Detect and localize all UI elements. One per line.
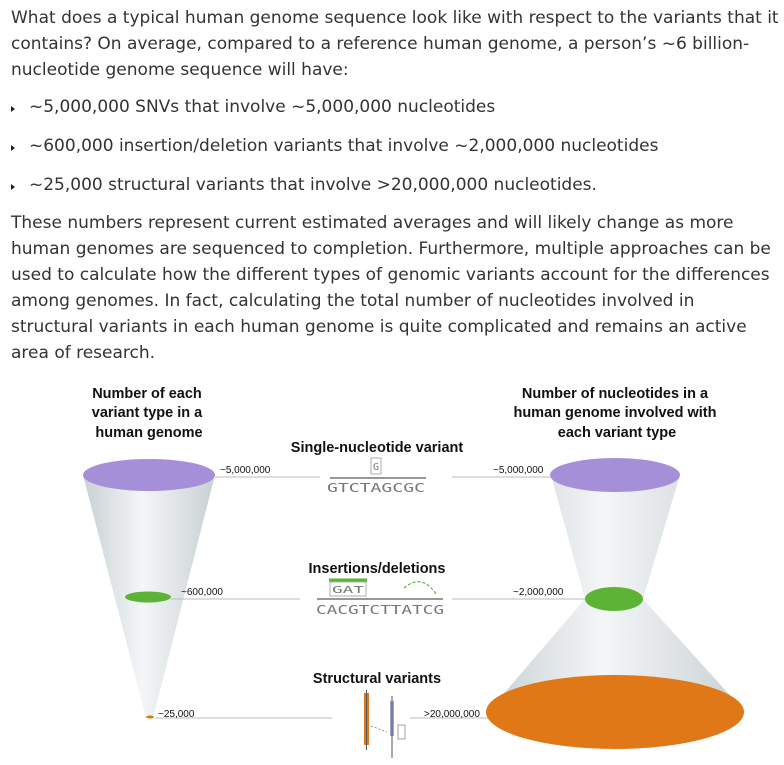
left-label-indel: ~600,000 (181, 587, 223, 598)
snv-title: Single-nucleotide variant (291, 440, 464, 456)
bullet-snv: ~5,000,000 SNVs that involve ~5,000,000 … (11, 94, 658, 133)
left-indel-ellipse (125, 592, 171, 603)
left-label-snv: ~5,000,000 (220, 465, 271, 476)
bullet-sv-text: ~25,000 structural variants that involve… (29, 175, 597, 195)
right-snv-ellipse (550, 458, 680, 492)
bullet-indel-text: ~600,000 insertion/deletion variants tha… (29, 136, 658, 156)
indel-title: Insertions/deletions (309, 561, 446, 577)
bullet-marker-icon (11, 184, 15, 190)
indel-sequence: CACGTCTTATCG (316, 603, 444, 617)
right-label-sv: >20,000,000 (424, 709, 480, 720)
left-title: Number of each variant type in a human g… (92, 386, 206, 441)
intro-paragraph: What does a typical human genome sequenc… (11, 5, 779, 83)
bullet-marker-icon (11, 145, 15, 151)
left-label-sv: ~25,000 (158, 709, 195, 720)
left-sv-ellipse (146, 716, 154, 719)
sv-chromosome-icon (364, 690, 405, 758)
indel-insertion-seq: GAT (332, 585, 364, 596)
indel-arrow (404, 582, 436, 594)
bullet-indel: ~600,000 insertion/deletion variants tha… (11, 133, 658, 172)
outro-paragraph: These numbers represent current estimate… (11, 210, 779, 366)
variant-bullet-list: ~5,000,000 SNVs that involve ~5,000,000 … (11, 94, 658, 211)
right-label-indel: ~2,000,000 (513, 587, 564, 598)
bullet-marker-icon (11, 106, 15, 112)
bullet-sv: ~25,000 structural variants that involve… (11, 172, 658, 211)
variant-cone-diagram: Number of each variant type in a human g… (0, 370, 784, 765)
bullet-snv-text: ~5,000,000 SNVs that involve ~5,000,000 … (29, 97, 495, 117)
right-sv-ellipse (486, 675, 744, 749)
right-indel-ellipse (585, 587, 643, 611)
left-snv-ellipse (83, 459, 215, 491)
sv-title: Structural variants (313, 671, 441, 687)
snv-alt-base: G (373, 462, 379, 473)
snv-sequence: GTCTAGCGC (327, 481, 425, 495)
right-label-snv: ~5,000,000 (493, 465, 544, 476)
right-title: Number of nucleotides in a human genome … (513, 386, 720, 441)
